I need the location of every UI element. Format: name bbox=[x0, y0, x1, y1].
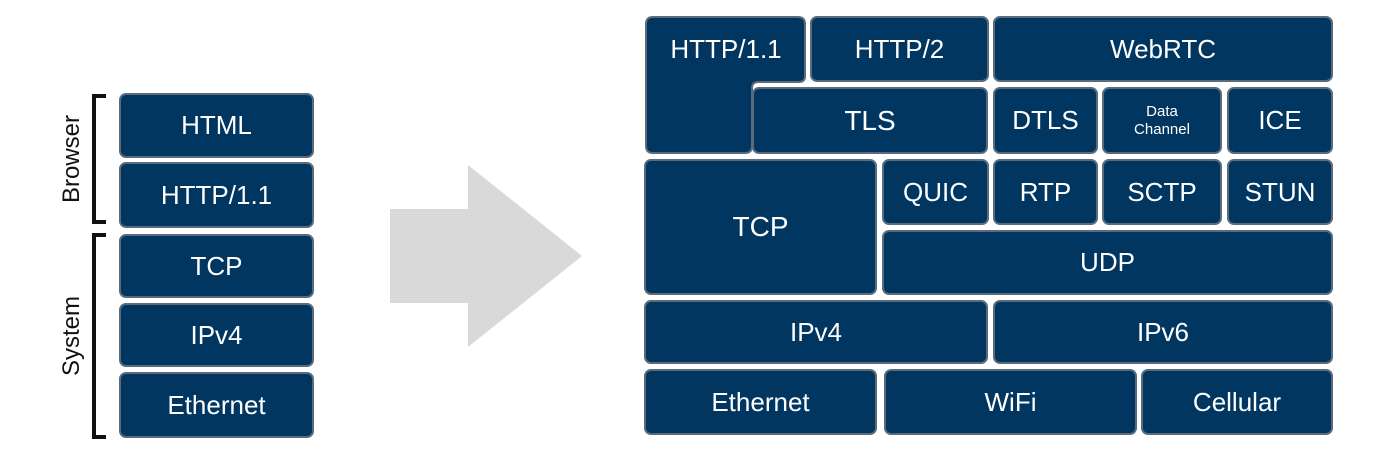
modern-layer-ice: ICE bbox=[1227, 87, 1333, 154]
modern-layer-http11-shape bbox=[645, 16, 806, 154]
modern-layer-stun: STUN bbox=[1227, 159, 1333, 225]
modern-layer-cellular: Cellular bbox=[1141, 369, 1333, 435]
legacy-layer-ethernet: Ethernet bbox=[119, 372, 314, 438]
modern-layer-ipv6: IPv6 bbox=[993, 300, 1333, 364]
modern-layer-dtls: DTLS bbox=[993, 87, 1098, 154]
modern-layer-sctp: SCTP bbox=[1102, 159, 1222, 225]
bracket-browser bbox=[92, 94, 106, 224]
label-browser: Browser bbox=[58, 114, 85, 204]
modern-layer-quic: QUIC bbox=[882, 159, 989, 225]
modern-layer-ipv4: IPv4 bbox=[644, 300, 988, 364]
legacy-layer-html: HTML bbox=[119, 93, 314, 158]
modern-layer-tls: TLS bbox=[752, 87, 988, 154]
modern-layer-ethernet: Ethernet bbox=[644, 369, 877, 435]
label-system: System bbox=[58, 296, 85, 377]
modern-layer-udp: UDP bbox=[882, 230, 1333, 295]
legacy-layer-ipv4: IPv4 bbox=[119, 303, 314, 367]
bracket-system bbox=[92, 233, 106, 439]
data-channel-line2: Channel bbox=[1134, 120, 1190, 138]
data-channel-line1: Data bbox=[1146, 102, 1178, 120]
modern-layer-wifi: WiFi bbox=[884, 369, 1137, 435]
modern-layer-webrtc: WebRTC bbox=[993, 16, 1333, 82]
modern-layer-http2: HTTP/2 bbox=[810, 16, 989, 82]
modern-layer-data-channel: Data Channel bbox=[1102, 87, 1222, 154]
transition-arrow-icon bbox=[390, 165, 582, 347]
legacy-layer-tcp: TCP bbox=[119, 234, 314, 298]
modern-layer-http11: HTTP/1.1 bbox=[670, 33, 782, 64]
modern-layer-rtp: RTP bbox=[993, 159, 1098, 225]
modern-layer-tcp: TCP bbox=[644, 159, 877, 295]
legacy-layer-http11: HTTP/1.1 bbox=[119, 162, 314, 228]
